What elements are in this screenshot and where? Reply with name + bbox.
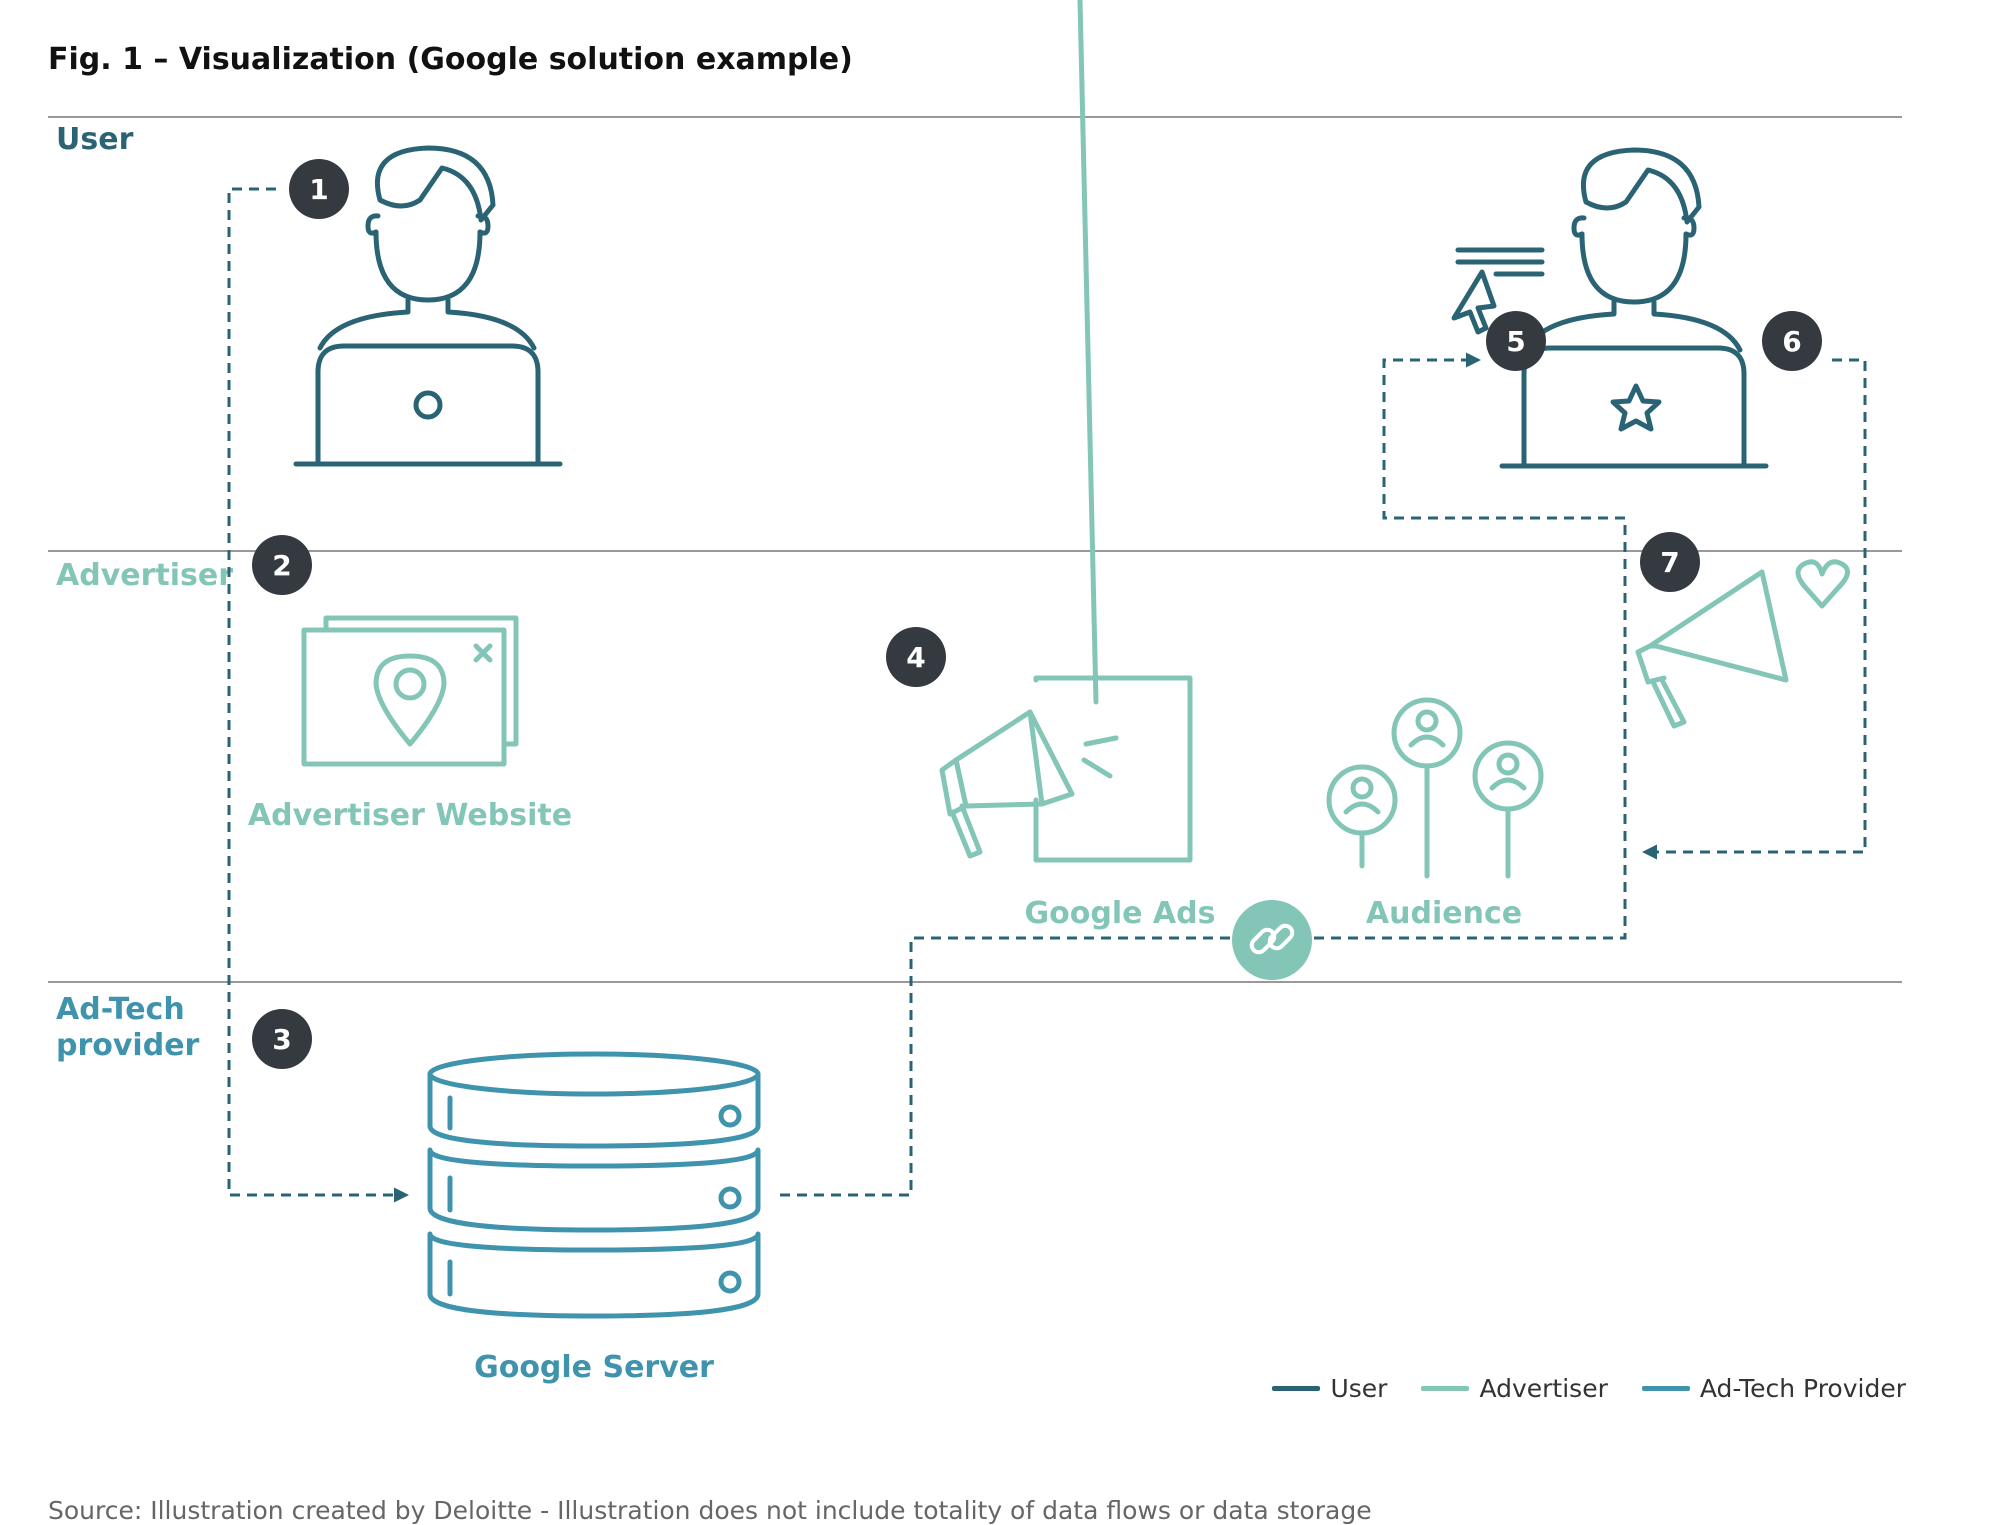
advertiser-website-icon [301,615,519,767]
step-badge-5: 5 [1486,311,1546,371]
targeted-ad-icon [1635,559,1850,729]
google-server-icon [427,1051,761,1319]
legend-swatch-advertiser [1421,1386,1470,1391]
flow-user-to-ad [1642,358,1867,860]
svg-text:2: 2 [272,549,291,582]
user-icon-right [1499,147,1769,469]
link-icon [1232,900,1312,980]
flow-link-to-user [1314,352,1627,940]
cursor-click-icon [1451,247,1545,335]
step-badge-2: 2 [252,535,312,595]
figure-title: Fig. 1 – Visualization (Google solution … [48,42,853,77]
flow-server-to-link [780,936,1230,1197]
lane-label-user: User [56,122,134,157]
svg-text:4: 4 [906,641,925,674]
legend-item-advertiser: Advertiser [1421,1374,1608,1403]
legend-item-adtech: Ad-Tech Provider [1641,1374,1906,1403]
flow-user-to-server [227,187,409,1203]
lane-label-advertiser: Advertiser [56,558,234,593]
step-badge-7: 7 [1640,532,1700,592]
step-badge-6: 6 [1762,311,1822,371]
svg-text:3: 3 [272,1023,291,1056]
audience-icon [1326,697,1544,879]
legend-label-adtech: Ad-Tech Provider [1699,1374,1906,1403]
source-note: Source: Illustration created by Deloitte… [48,1496,1372,1525]
audience-label: Audience [1365,896,1523,931]
lane-label-adtech: Ad-Tech provider [56,992,200,1063]
step-badge-3: 3 [252,1009,312,1069]
legend-item-user: User [1272,1374,1387,1403]
legend-swatch-user [1272,1386,1321,1391]
svg-text:5: 5 [1506,325,1525,358]
legend-swatch-adtech [1641,1386,1690,1391]
step-badge-1: 1 [289,159,349,219]
svg-text:1: 1 [309,173,328,206]
legend: User Advertiser Ad-Tech Provider [1272,1374,1906,1403]
google-server-label: Google Server [474,1350,714,1385]
legend-label-user: User [1330,1374,1388,1403]
svg-text:7: 7 [1660,546,1679,579]
advertiser-website-label: Advertiser Website [247,798,573,833]
svg-text:6: 6 [1782,325,1801,358]
user-icon-left [293,145,563,467]
legend-label-advertiser: Advertiser [1479,1374,1608,1403]
google-ads-label: Google Ads [1024,896,1216,931]
google-ads-icon [939,0,1193,863]
step-badge-4: 4 [886,627,946,687]
